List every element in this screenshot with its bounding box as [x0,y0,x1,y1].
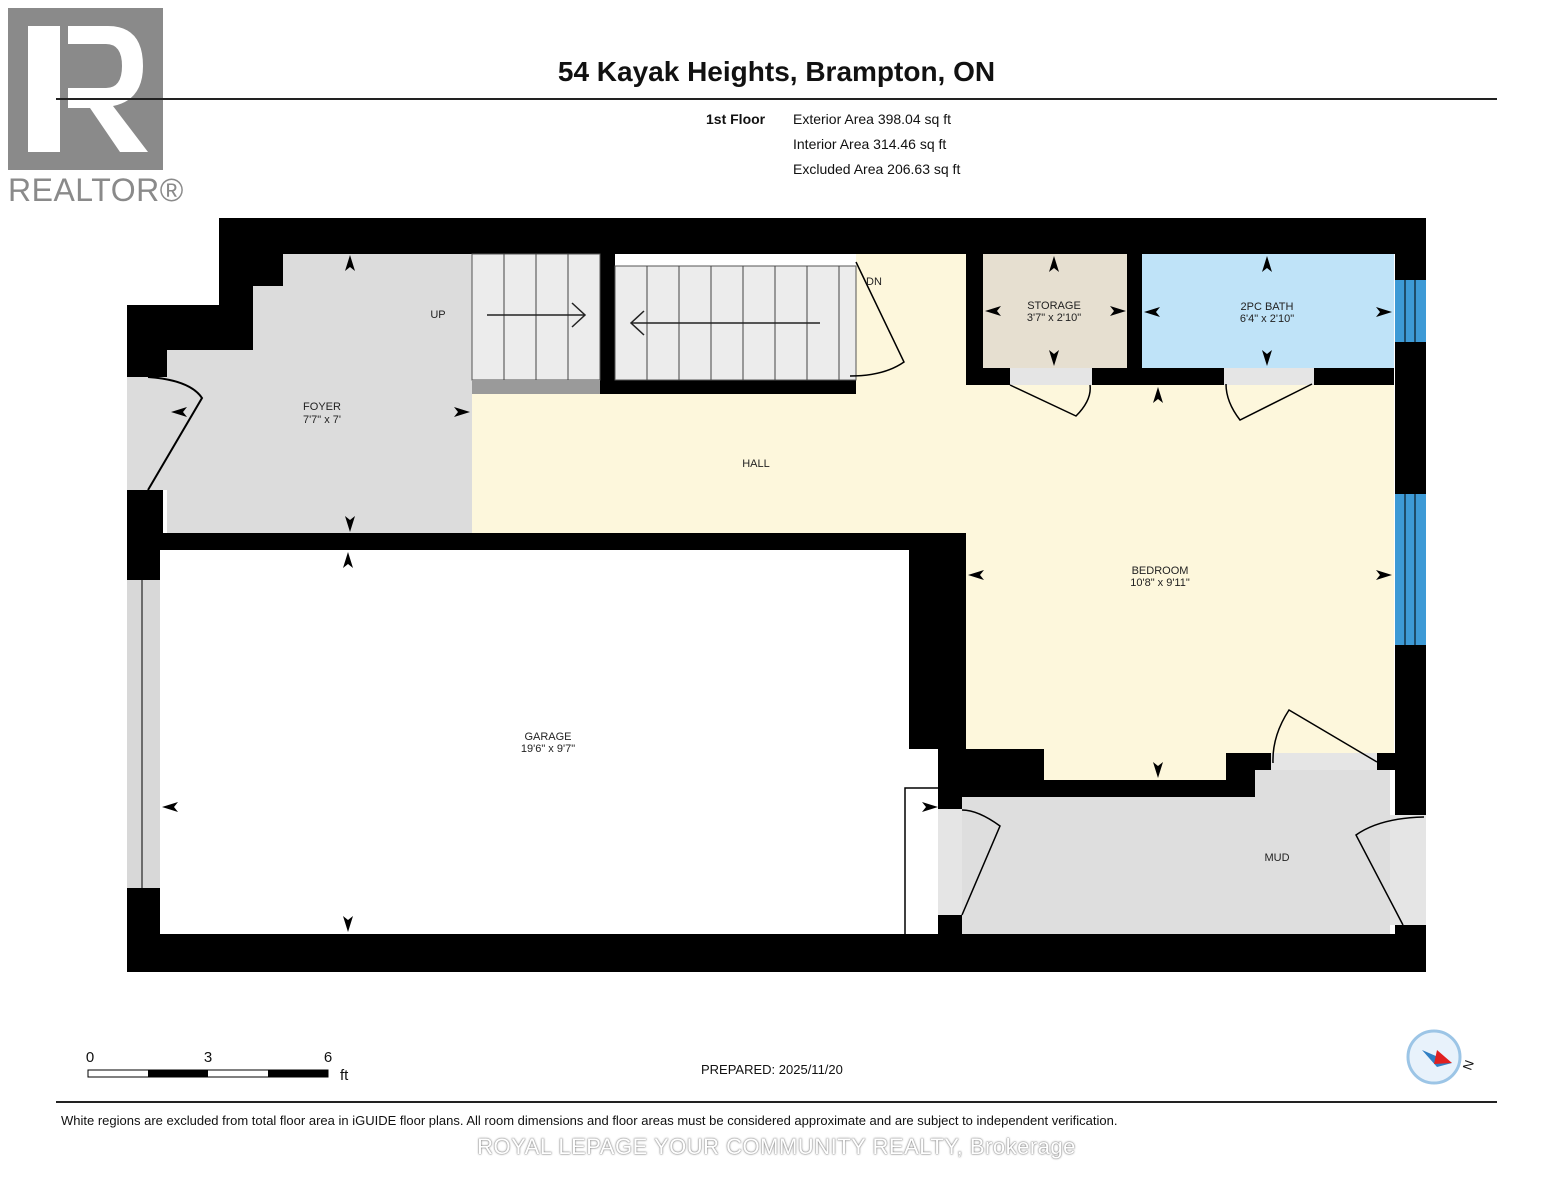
garage-fill [160,550,909,934]
bath-dims: 6'4" x 2'10" [1240,313,1294,325]
compass-icon: N [1406,1029,1477,1085]
hall-fill [472,254,1394,780]
hall-name: HALL [742,458,770,470]
foyer-name: FOYER [303,401,341,413]
mud-name: MUD [1264,852,1289,864]
room-labels: FOYER 7'7" x 7' UP DN STORAGE 3'7" x 2'1… [303,276,1294,864]
stairs-up-label: UP [430,309,445,321]
disclaimer-text: White regions are excluded from total fl… [61,1113,1118,1128]
bath-name: 2PC BATH [1241,301,1294,313]
storage-fill [983,254,1127,368]
foyer-dims: 7'7" x 7' [303,414,341,426]
mud-fill [962,770,1390,934]
foyer-fill [167,254,472,533]
compass-north-label: N [1460,1058,1477,1072]
staircase-up [471,253,601,394]
exterior-area: Exterior Area 398.04 sq ft [793,111,951,127]
brokerage-watermark: ROYAL LEPAGE YOUR COMMUNITY REALTY, Brok… [477,1134,1076,1159]
bath-fill [1142,254,1394,368]
page-title: 54 Kayak Heights, Brampton, ON [557,56,996,87]
scale-tick-3: 3 [204,1049,212,1066]
realtor-logo: REALTOR® [8,8,183,208]
realtor-logo-text: REALTOR® [8,172,184,208]
garage-name: GARAGE [524,731,571,743]
bedroom-dims: 10'8" x 9'11" [1130,577,1190,589]
windows [127,280,1426,888]
bedroom-name: BEDROOM [1132,565,1189,577]
prepared-date: PREPARED: 2025/11/20 [701,1062,843,1077]
staircase-down [614,265,857,381]
room-fills [160,254,1394,934]
header-divider [56,98,1497,100]
excluded-area: Excluded Area 206.63 sq ft [793,161,961,177]
footer-divider [56,1101,1497,1103]
floor-label: 1st Floor [706,111,766,127]
dimension-arrows [162,255,1392,932]
scale-tick-0: 0 [86,1049,94,1066]
garage-dims: 19'6" x 9'7" [521,743,575,755]
scale-bar: 0 3 6 ft [86,1049,349,1084]
storage-name: STORAGE [1027,300,1081,312]
scale-tick-6: 6 [324,1049,332,1066]
interior-area: Interior Area 314.46 sq ft [793,136,947,152]
storage-dims: 3'7" x 2'10" [1027,312,1081,324]
scale-unit: ft [340,1067,349,1084]
doors [127,261,1426,934]
stairs-down-label: DN [866,276,882,288]
